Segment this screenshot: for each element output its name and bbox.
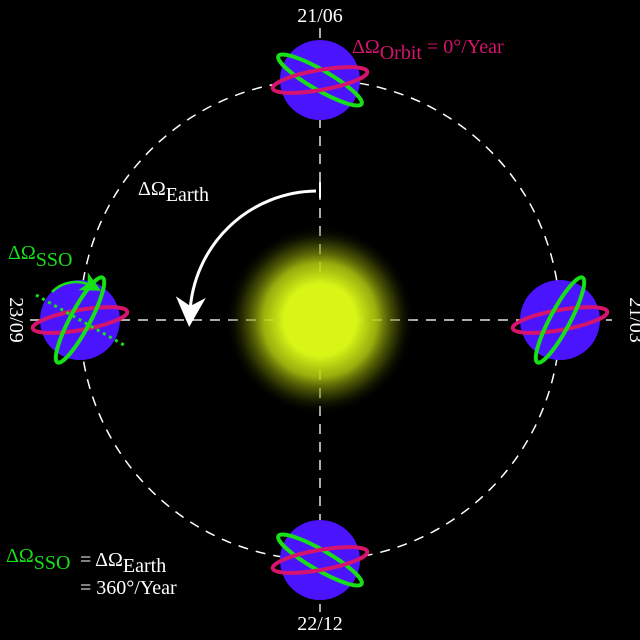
sun: [225, 225, 415, 415]
earth-bottom: [270, 520, 370, 600]
sso-ring-top: [276, 52, 364, 108]
orbit-ring-bottom: [270, 545, 370, 575]
sso-ring-right: [533, 275, 587, 365]
earth-left: [30, 272, 130, 365]
orbit-delta-label: ΔΩOrbit = 0°/Year: [352, 36, 504, 64]
orbit-ring-top: [270, 65, 370, 95]
sso-ring-left: [53, 275, 107, 365]
date-label-right: 21/03: [625, 297, 640, 343]
equation-rhs: = 360°/Year: [80, 577, 177, 599]
date-label-bottom: 22/12: [297, 613, 343, 635]
earth-top: [270, 40, 370, 120]
sso-ring-bottom: [276, 532, 364, 588]
sso-rotation-arrow: [51, 272, 101, 293]
sso-delta-label: ΔΩSSO: [8, 242, 72, 271]
date-label-left: 23/09: [5, 297, 27, 343]
earth-rotation-arrow: [175, 189, 317, 327]
earth-delta-label: ΔΩEarth: [138, 178, 209, 206]
equation-lhs: ΔΩSSO: [6, 545, 70, 574]
sso-previous-plane-left: [35, 293, 125, 347]
earth-right: [510, 275, 610, 365]
orbit-ring-left: [30, 305, 130, 335]
date-label-top: 21/06: [297, 5, 343, 27]
equation-mid: = ΔΩEarth: [80, 549, 166, 577]
orbit-ring-right: [510, 305, 610, 335]
